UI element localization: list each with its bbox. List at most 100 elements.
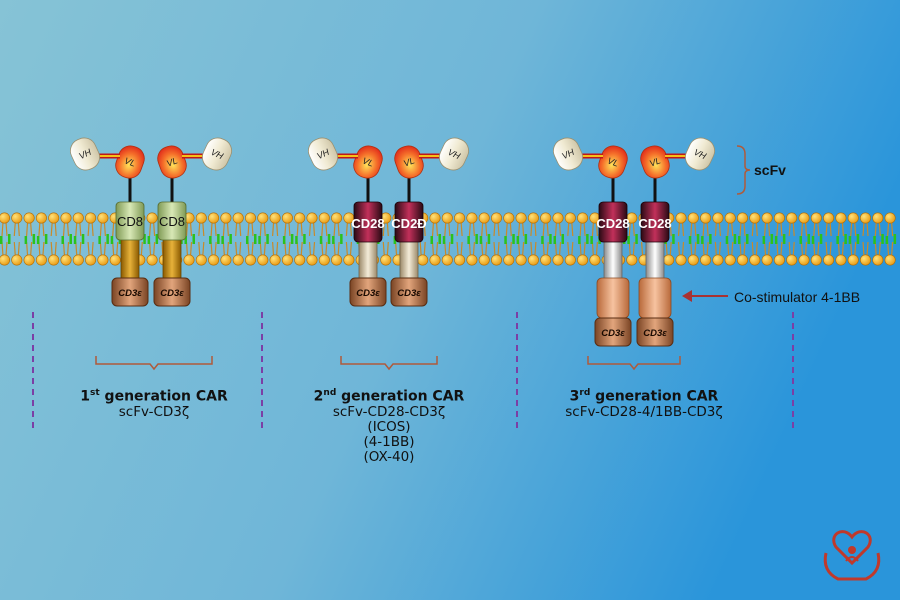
vh-text: VH	[315, 147, 331, 162]
lipid-tail	[497, 221, 500, 237]
cholesterol	[725, 236, 729, 244]
lipid-tail	[509, 221, 512, 237]
lipid-tail	[62, 221, 66, 237]
lipid-tail	[792, 241, 795, 257]
lipid-head	[466, 254, 478, 266]
lipid-tail	[423, 221, 426, 237]
cd28-stalk	[358, 235, 378, 281]
lipid-tail	[214, 241, 217, 257]
lipid-tail	[444, 241, 447, 257]
lipid-head	[773, 254, 785, 266]
gen1-title: 1st generation CAR	[80, 388, 228, 405]
lipid-tail	[841, 221, 844, 237]
car-receptors: CD8CD3εVLVHCD8CD3εVLVHCD28CD3εVLVHCD2ƉCD…	[70, 137, 715, 347]
lipid-tail	[5, 221, 8, 237]
lipid-tail	[681, 221, 685, 237]
cd8-stalk	[162, 235, 182, 281]
lipid-tail	[534, 221, 537, 237]
lipid-tail	[595, 221, 598, 237]
lipid-tail	[149, 221, 152, 237]
lipid-tail	[522, 221, 525, 237]
cd3e-label: CD3ε	[118, 288, 142, 299]
lipid-tail	[743, 221, 746, 237]
lipid-tail	[862, 221, 865, 237]
cholesterol	[844, 234, 847, 244]
vh-domain: VH	[439, 137, 469, 171]
cd28-box	[394, 201, 424, 243]
cholesterol	[578, 236, 581, 244]
cd8-stalk	[120, 235, 140, 281]
lipid-tail	[87, 241, 90, 257]
lipid-tail	[542, 221, 545, 237]
lipid-tail	[485, 221, 488, 237]
cholesterol	[8, 234, 11, 244]
lipid-tail	[308, 221, 312, 237]
lipid-head	[331, 254, 343, 266]
lipid-tail	[226, 221, 229, 237]
lipid-tail	[850, 241, 853, 257]
vh-shape	[70, 137, 100, 171]
lipid-tail	[792, 221, 795, 237]
cholesterol	[799, 236, 802, 244]
vl-text: VL	[165, 155, 179, 168]
lipid-tail	[62, 241, 66, 257]
cholesterol	[192, 234, 195, 244]
lipid-head	[823, 212, 835, 224]
lipid-head	[859, 254, 871, 266]
lipid-head	[294, 212, 306, 224]
arrow-head	[682, 290, 692, 302]
cholesterol	[774, 236, 778, 244]
lipid-tail	[714, 241, 717, 257]
lipid-tail	[583, 241, 586, 257]
gen1-label: 1st generation CAR scFv-CD3ζ	[48, 388, 260, 420]
lipid-tail	[764, 241, 767, 257]
lipid-tail	[554, 241, 558, 257]
lipid-tail	[776, 221, 779, 237]
lipid-tail	[222, 241, 225, 257]
lipid-head	[736, 212, 748, 224]
cholesterol	[44, 234, 48, 244]
lipid-head	[724, 212, 736, 224]
lipid-head	[712, 212, 724, 224]
lipid-tail	[222, 221, 225, 237]
cholesterol	[438, 234, 441, 244]
gen2-title: 2nd generation CAR	[313, 388, 465, 405]
cholesterol	[110, 236, 114, 244]
cd3e-box	[153, 277, 191, 307]
lipid-head	[577, 254, 589, 266]
lipid-tail	[751, 221, 754, 237]
lipid-head	[85, 254, 97, 266]
lipid-tail	[419, 241, 422, 257]
cholesterol	[467, 236, 470, 244]
cd28-box	[353, 201, 383, 243]
lipid-tail	[522, 241, 525, 257]
lipid-tail	[395, 241, 398, 257]
lipid-tail	[518, 241, 521, 257]
lipid-tail	[788, 241, 791, 257]
bracket	[340, 356, 438, 371]
lipid-tail	[825, 221, 828, 237]
lipid-tail	[718, 221, 721, 237]
lipid-tail	[460, 241, 463, 257]
vh-shape	[553, 137, 583, 171]
lipid-tail	[579, 241, 582, 257]
lipid-tail	[116, 241, 119, 257]
lipid-tail	[702, 221, 705, 237]
cd3e-box	[111, 277, 149, 307]
lipid-tail	[751, 241, 754, 257]
lipid-tail	[444, 221, 447, 237]
lipid-head	[847, 212, 859, 224]
lipid-head	[700, 212, 712, 224]
cd8-box	[157, 201, 187, 241]
cholesterol	[512, 234, 515, 244]
cholesterol	[672, 234, 675, 244]
lipid-head	[60, 254, 72, 266]
lipid-tail	[308, 241, 312, 257]
lipid-tail	[296, 241, 299, 257]
lipid-head	[700, 254, 712, 266]
lipid-tail	[239, 221, 242, 237]
lipid-tail	[112, 221, 115, 237]
cholesterol	[106, 234, 109, 244]
